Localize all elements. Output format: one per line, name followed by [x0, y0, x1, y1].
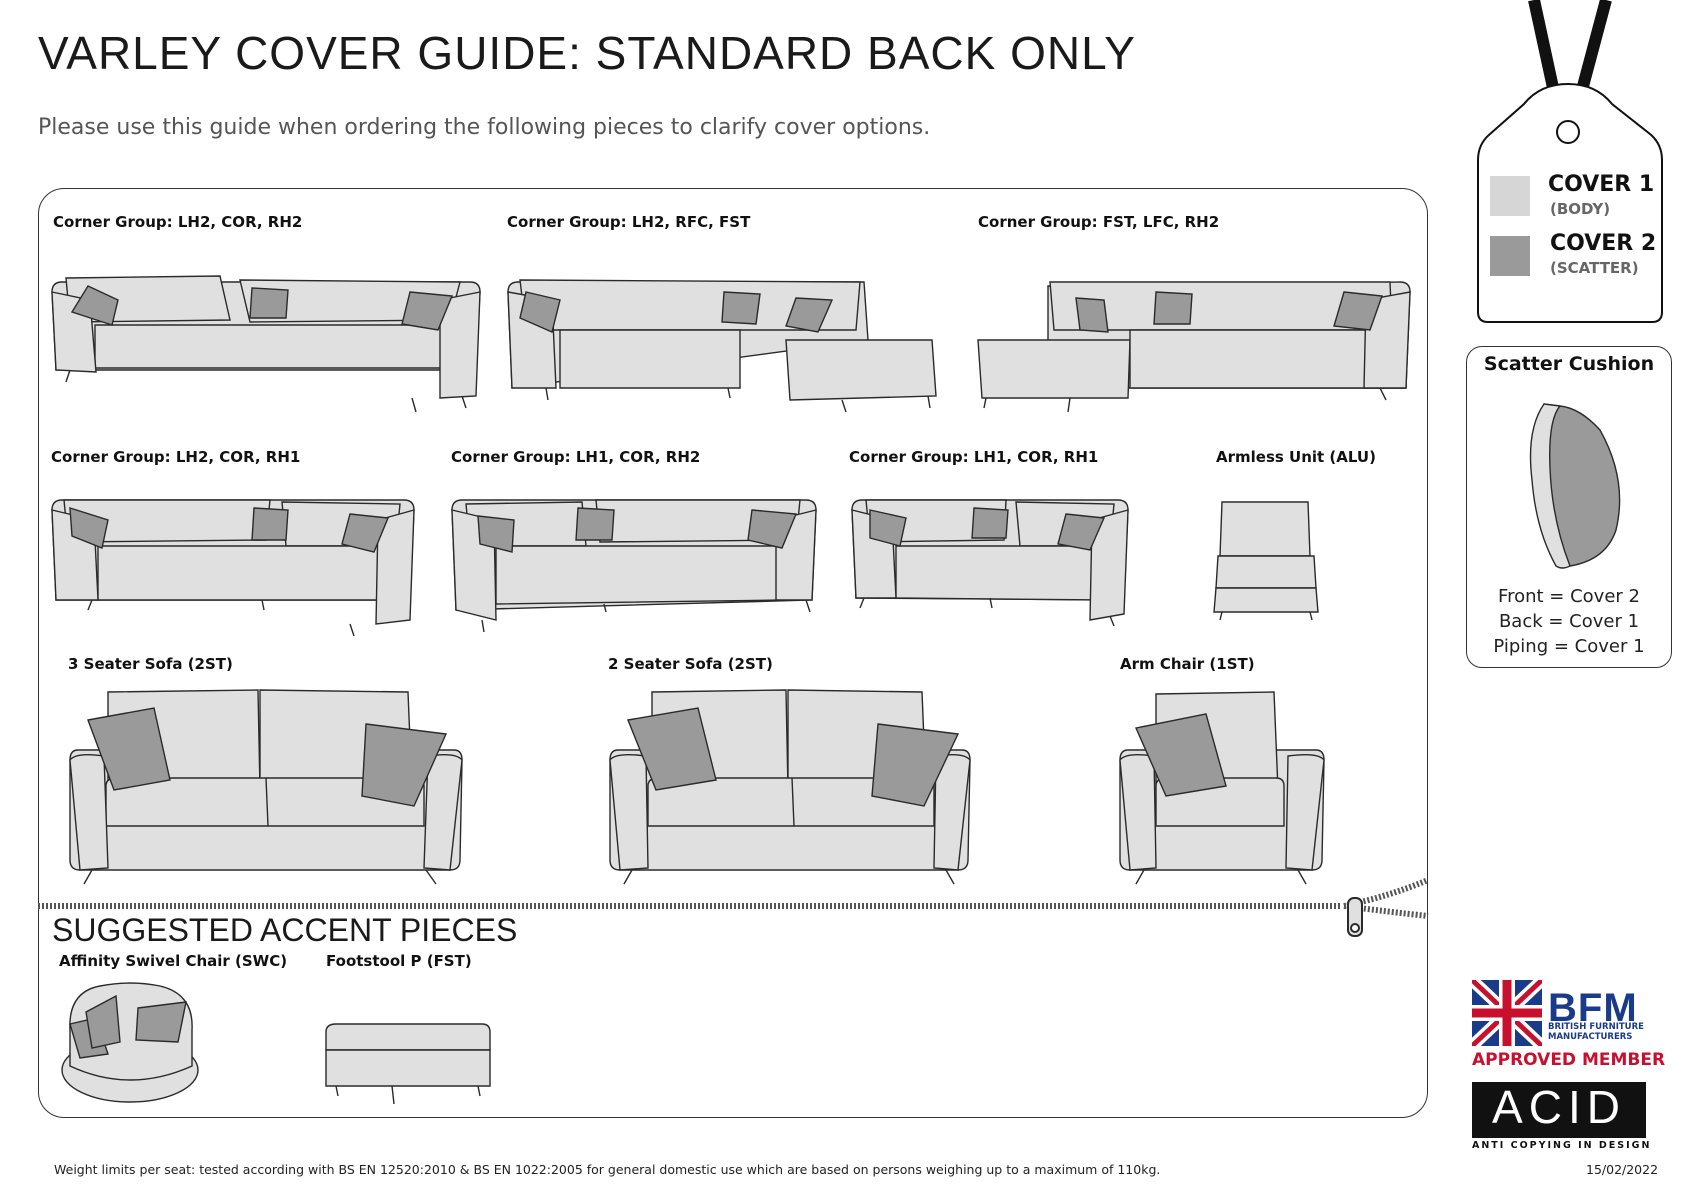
zip-divider	[38, 877, 1430, 937]
scatter-cushion-panel	[1466, 346, 1672, 668]
label-arm-chair: Arm Chair (1ST)	[1120, 655, 1255, 673]
sofa-illustration	[451, 499, 817, 633]
sofa-illustration	[51, 275, 481, 413]
label-armless-unit: Armless Unit (ALU)	[1216, 448, 1376, 466]
page-title: VARLEY COVER GUIDE: STANDARD BACK ONLY	[38, 27, 1136, 79]
sofa-illustration	[507, 279, 937, 413]
sofa-illustration	[977, 281, 1411, 413]
acid-subtitle: ANTI COPYING IN DESIGN	[1472, 1140, 1652, 1151]
footer-weight-note: Weight limits per seat: tested according…	[54, 1162, 1161, 1177]
label-3-seater-sofa: 3 Seater Sofa (2ST)	[68, 655, 233, 673]
cover-2-sub: (SCATTER)	[1550, 259, 1639, 277]
sofa-illustration	[51, 499, 415, 637]
cover-2-swatch	[1490, 236, 1530, 276]
pieces-panel	[38, 188, 1428, 1118]
label-cg-lh2-rfc-fst: Corner Group: LH2, RFC, FST	[507, 213, 751, 231]
acid-logo-box	[1472, 1082, 1646, 1138]
accent-section-title: SUGGESTED ACCENT PIECES	[52, 912, 518, 948]
cover-legend-tag	[1477, 0, 1663, 323]
label-cg-lh1-cor-rh1: Corner Group: LH1, COR, RH1	[849, 448, 1099, 466]
scatter-cushion-illustration	[1529, 403, 1621, 569]
union-flag-icon	[1472, 980, 1542, 1046]
footer-date: 15/02/2022	[1586, 1162, 1659, 1177]
scatter-cushion-title: Scatter Cushion	[1483, 353, 1655, 375]
bfm-approved-member: APPROVED MEMBER	[1472, 1050, 1666, 1070]
label-cg-lh2-cor-rh1: Corner Group: LH2, COR, RH1	[51, 448, 301, 466]
acid-logo-text: ACID	[1492, 1081, 1626, 1133]
label-cg-fst-lfc-rh2: Corner Group: FST, LFC, RH2	[978, 213, 1220, 231]
scatter-front-note: Front = Cover 2	[1498, 586, 1640, 607]
swivel-chair-illustration	[61, 982, 199, 1103]
sofa-illustration	[609, 689, 971, 885]
label-swivel-chair: Affinity Swivel Chair (SWC)	[59, 952, 288, 970]
armchair-illustration	[1119, 691, 1325, 885]
scatter-piping-note: Piping = Cover 1	[1493, 636, 1645, 657]
label-cg-lh1-cor-rh2: Corner Group: LH1, COR, RH2	[451, 448, 701, 466]
sofa-illustration	[69, 689, 463, 885]
label-2-seater-sofa: 2 Seater Sofa (2ST)	[608, 655, 773, 673]
label-footstool: Footstool P (FST)	[326, 952, 472, 970]
label-cg-lh2-cor-rh2: Corner Group: LH2, COR, RH2	[53, 213, 303, 231]
cover-1-swatch	[1490, 176, 1530, 216]
scatter-back-note: Back = Cover 1	[1498, 611, 1640, 632]
cover-2-name: COVER 2	[1550, 231, 1657, 256]
sofa-illustration	[851, 499, 1129, 627]
page-subtitle: Please use this guide when ordering the …	[38, 115, 931, 140]
bfm-subtitle: BRITISH FURNITURE MANUFACTURERS	[1548, 1022, 1644, 1042]
footstool-illustration	[325, 1023, 491, 1105]
cover-1-sub: (BODY)	[1550, 200, 1611, 218]
cover-1-name: COVER 1	[1548, 172, 1655, 197]
bfm-logo-text: BFM	[1548, 986, 1638, 1030]
armless-unit-illustration	[1213, 501, 1319, 621]
